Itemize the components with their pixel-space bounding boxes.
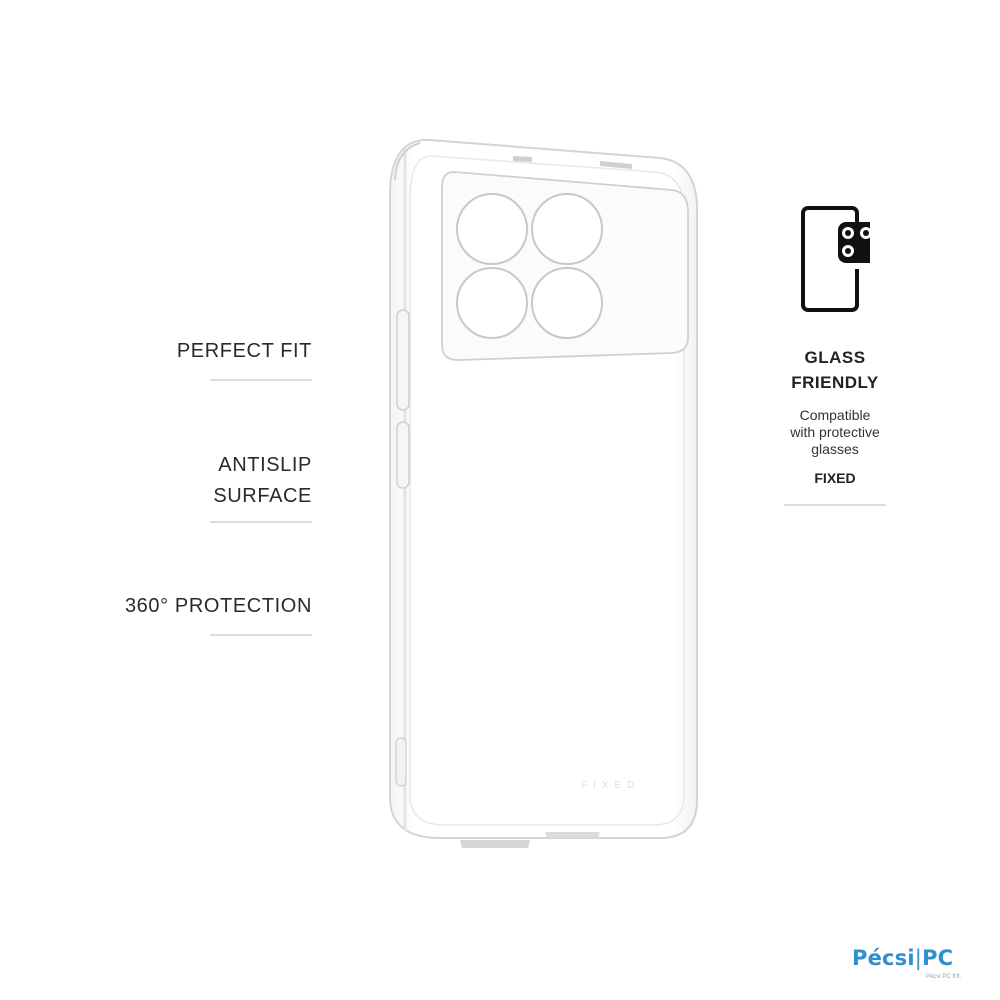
- feature-divider: [210, 521, 312, 523]
- feature-label: PERFECT FIT: [176, 340, 312, 362]
- watermark-logo: Pécsi|PC: [852, 946, 953, 970]
- feature-360-protection: 360° PROTECTION: [125, 592, 312, 620]
- feature-perfect-fit: PERFECT FIT: [177, 337, 312, 365]
- badge-description-line3: glasses: [811, 441, 859, 457]
- feature-divider: [210, 379, 312, 381]
- badge-divider: [784, 504, 886, 506]
- badge-brand: FIXED: [814, 470, 856, 486]
- badge-description-line1: Compatible: [799, 407, 871, 423]
- watermark-part2: PC: [922, 946, 954, 970]
- badge-title-line2: FRIENDLY: [791, 373, 879, 392]
- logo-separator: |: [914, 946, 923, 970]
- feature-antislip-surface: ANTISLIP SURFACE: [213, 451, 312, 510]
- watermark-part1: Pécsi: [852, 946, 915, 970]
- badge-title-line1: GLASS: [804, 348, 866, 367]
- feature-label: SURFACE: [213, 485, 312, 507]
- watermark-subtitle: Pécsi PC Kft.: [926, 974, 962, 980]
- badge-description-line2: with protective: [790, 424, 880, 440]
- case-brand-logo: FIXED: [581, 780, 641, 791]
- feature-label: ANTISLIP: [218, 454, 312, 476]
- feature-label: 360° PROTECTION: [124, 595, 312, 617]
- phone-camera-glass-icon: [801, 206, 870, 312]
- feature-divider: [210, 634, 312, 636]
